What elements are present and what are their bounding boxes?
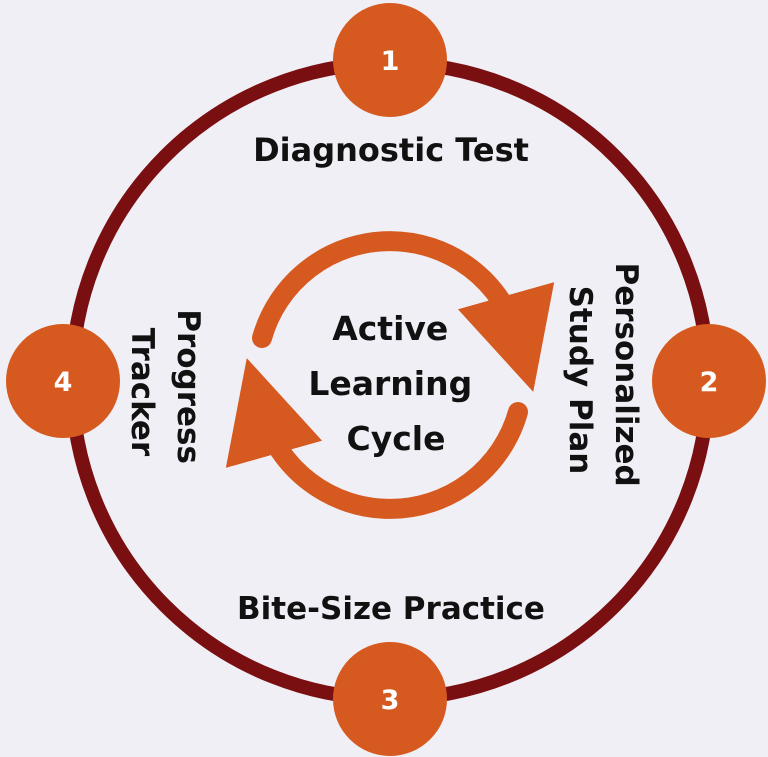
step-2: 2 Personalized Study Plan xyxy=(562,262,766,497)
step-3-number: 3 xyxy=(381,685,400,716)
center-line-2: Learning xyxy=(308,364,472,403)
step-4-badge xyxy=(6,324,120,438)
step-1: 1 Diagnostic Test xyxy=(253,3,529,169)
cycle-arrow-top xyxy=(252,231,555,392)
step-4-label-line-2: Tracker xyxy=(124,328,160,457)
step-2-label: Personalized Study Plan xyxy=(562,262,644,497)
step-1-number: 1 xyxy=(381,46,400,77)
step-4-label: Progress Tracker xyxy=(124,309,206,475)
step-1-badge xyxy=(333,3,447,117)
cycle-arrow-bottom xyxy=(225,358,528,519)
step-2-label-line-2: Study Plan xyxy=(562,286,598,475)
step-4-label-line-1: Progress xyxy=(170,309,206,464)
step-1-label: Diagnostic Test xyxy=(253,131,529,169)
step-2-number: 2 xyxy=(700,367,719,398)
step-4: 4 Progress Tracker xyxy=(6,309,206,475)
step-2-badge xyxy=(652,324,766,438)
step-4-number: 4 xyxy=(54,367,73,398)
center-line-3: Cycle xyxy=(347,419,446,458)
center-line-1: Active xyxy=(332,309,448,348)
step-2-label-line-1: Personalized xyxy=(608,262,644,486)
center-label: Active Learning Cycle xyxy=(308,309,483,458)
step-3: 3 Bite-Size Practice xyxy=(237,591,545,756)
step-3-badge xyxy=(333,642,447,756)
step-3-label: Bite-Size Practice xyxy=(237,591,545,627)
